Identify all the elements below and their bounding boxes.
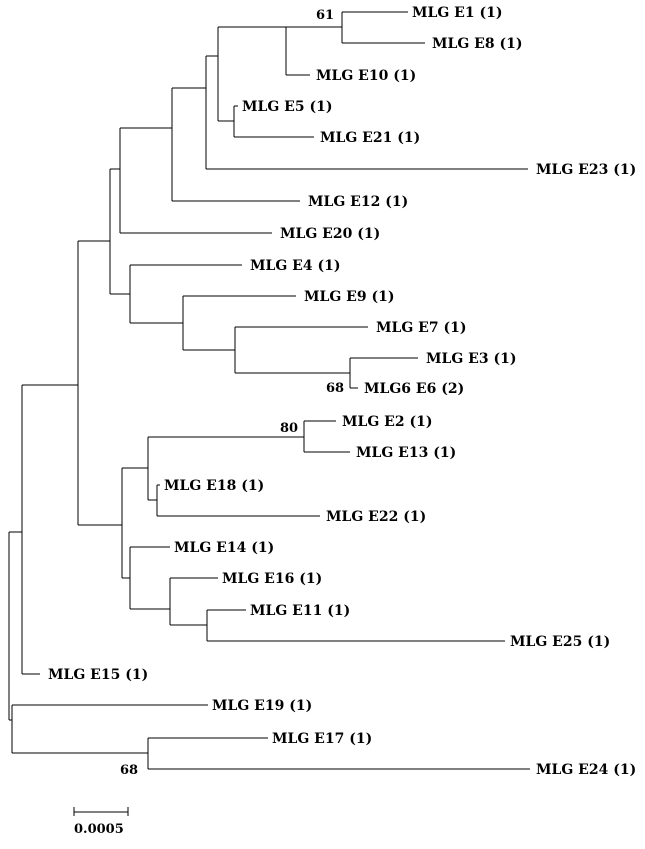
leaf-label-e10: MLG E10 (1) [316,68,416,84]
leaf-label-e9: MLG E9 (1) [304,289,394,305]
tree-branches [8,11,530,770]
support-value-e17-e24: 68 [120,763,138,778]
support-value-e3-e6: 68 [326,381,344,396]
leaf-label-e5: MLG E5 (1) [242,99,332,115]
leaf-label-e18: MLG E18 (1) [164,478,264,494]
support-value-e2-e13: 80 [280,421,298,436]
leaf-label-e13: MLG E13 (1) [356,445,456,461]
leaf-label-e11: MLG E11 (1) [250,603,350,619]
leaf-label-e8: MLG E8 (1) [432,36,522,52]
leaf-label-e23: MLG E23 (1) [536,162,636,178]
leaf-label-e14: MLG E14 (1) [174,540,274,556]
leaf-label-e3: MLG E3 (1) [426,351,516,367]
leaf-label-e7: MLG E7 (1) [376,320,466,336]
leaf-label-e21: MLG E21 (1) [320,130,420,146]
leaf-label-e22: MLG E22 (1) [326,509,426,525]
leaf-label-e16: MLG E16 (1) [222,571,322,587]
leaf-label-e6: MLG6 E6 (2) [364,381,464,397]
leaf-label-e19: MLG E19 (1) [212,698,312,714]
leaf-label-e1: MLG E1 (1) [412,5,502,21]
support-value-e1-e8: 61 [316,8,334,23]
leaf-label-e17: MLG E17 (1) [272,731,372,747]
scale-bar: 0.0005 [73,807,129,837]
leaf-label-e12: MLG E12 (1) [308,194,408,210]
leaf-label-e25: MLG E25 (1) [510,634,610,650]
leaf-labels: MLG E1 (1) MLG E8 (1) MLG E10 (1) MLG E5… [48,5,636,778]
bootstrap-values: 61 68 80 68 [120,8,344,778]
leaf-label-e24: MLG E24 (1) [536,762,636,778]
leaf-label-e2: MLG E2 (1) [342,414,432,430]
leaf-label-e20: MLG E20 (1) [280,226,380,242]
scale-bar-label: 0.0005 [74,822,124,837]
leaf-label-e15: MLG E15 (1) [48,667,148,683]
leaf-label-e4: MLG E4 (1) [250,258,340,274]
